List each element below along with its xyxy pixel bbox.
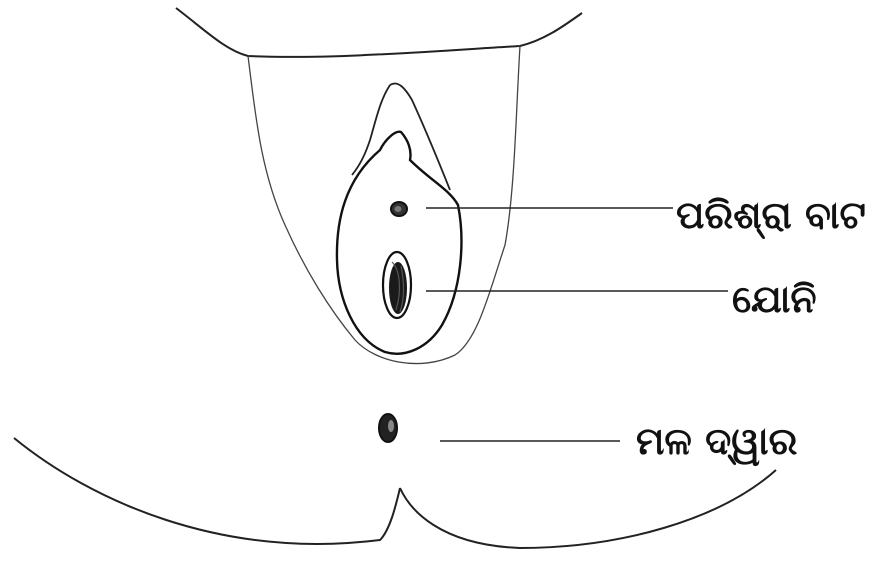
upper-outline (176, 8, 582, 57)
vaginal-opening-fill (389, 262, 407, 314)
urethral-opening-inner (395, 206, 402, 212)
anus-label: ମଳ ଦ୍ୱାର (636, 422, 797, 460)
vagina-label: ଯୋନି (732, 280, 817, 318)
outer-vulva-outline (248, 46, 520, 364)
right-buttock-outline (400, 470, 776, 548)
left-buttock-outline (14, 438, 400, 544)
clitoral-hood (352, 83, 450, 190)
anus (379, 414, 397, 442)
inner-labia-outline (337, 132, 461, 354)
urethra-label: ପରିଶ୍ରା ବାଟ (676, 196, 866, 234)
anus-inner (388, 420, 394, 432)
